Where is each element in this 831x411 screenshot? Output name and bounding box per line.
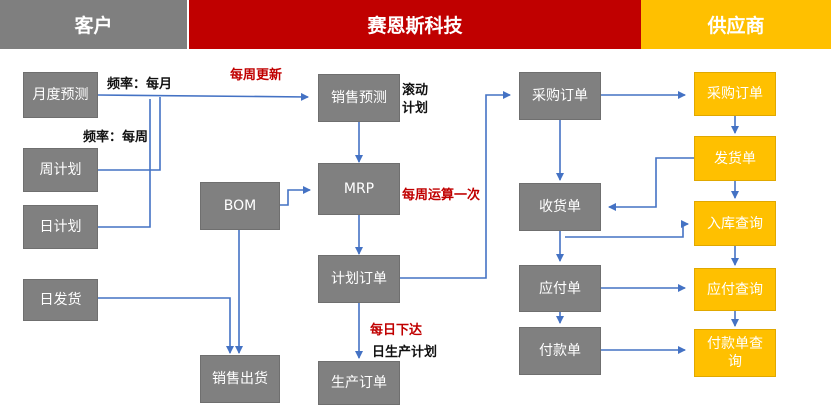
mrp-label: MRP <box>343 181 375 197</box>
bom-label: BOM <box>223 198 257 214</box>
payment-box: 付款单 <box>519 327 601 375</box>
payable-label: 应付单 <box>539 280 581 297</box>
receipt-label: 收货单 <box>539 199 581 215</box>
planned-order-box: 计划订单 <box>318 255 400 303</box>
payable-query-label: 应付查询 <box>707 281 763 298</box>
mrp-box: MRP <box>318 163 400 215</box>
weekly-plan-box: 周计划 <box>23 148 98 192</box>
monthly-forecast-label: 月度预测 <box>32 87 89 103</box>
payment-label: 付款单 <box>539 343 581 359</box>
supplier-header-label: 供应商 <box>707 15 765 37</box>
payable-query-box: 应付查询 <box>694 268 776 311</box>
weekly-plan-label: 周计划 <box>39 162 82 178</box>
inbound-query-box: 入库查询 <box>694 201 776 246</box>
purchase-order-box: 采购订单 <box>519 72 601 120</box>
delivery-note-box: 发货单 <box>694 136 776 181</box>
production-order-box: 生产订单 <box>318 361 400 405</box>
daily-shipment-label: 日发货 <box>39 292 82 308</box>
daily-shipment-box: 日发货 <box>23 279 98 321</box>
supplier-purchase-order-box: 采购订单 <box>694 72 776 116</box>
freq-weekly-note: 频率：每周 <box>83 130 149 145</box>
arrow-monthly-to-forecast <box>97 92 309 101</box>
sales-outbound-box: 销售出货 <box>200 355 280 403</box>
weekly-run-note: 每周运算一次 <box>402 188 481 203</box>
sales-forecast-label: 销售预测 <box>331 90 387 106</box>
arrow-planned-to-purchase <box>400 91 511 279</box>
company-header-label: 赛恩斯科技 <box>367 15 463 37</box>
planned-order-label: 计划订单 <box>331 271 387 287</box>
payable-box: 应付单 <box>519 265 601 312</box>
receipt-box: 收货单 <box>519 183 601 231</box>
supplier-purchase-order-label: 采购订单 <box>707 86 763 102</box>
sales-outbound-label: 销售出货 <box>212 371 268 387</box>
rolling-plan-note: 滚动计划 <box>402 83 429 116</box>
customer-header: 客户 <box>0 0 188 49</box>
supplier-header: 供应商 <box>641 0 831 49</box>
arrow-daily-to-forecast <box>98 99 151 228</box>
arrow-shipment-to-outbound <box>98 297 234 354</box>
production-order-label: 生产订单 <box>331 375 387 391</box>
daily-plan-box: 日计划 <box>23 205 98 249</box>
bom-box: BOM <box>200 182 280 230</box>
arrow-weekly-to-forecast <box>98 97 161 171</box>
company-header: 赛恩斯科技 <box>189 0 641 49</box>
delivery-note-label: 发货单 <box>714 150 756 167</box>
arrow-receipt-to-inbound <box>565 220 689 238</box>
daily-production-plan-note: 日生产计划 <box>372 345 438 360</box>
arrow-delivery-to-receipt <box>608 157 695 211</box>
monthly-forecast-box: 月度预测 <box>23 72 98 118</box>
inbound-query-label: 入库查询 <box>707 215 763 232</box>
payment-query-box: 付款单查询 <box>694 329 776 377</box>
arrow-bom-to-mrp <box>280 186 311 206</box>
daily-issue-note: 每日下达 <box>370 323 423 338</box>
customer-header-label: 客户 <box>74 15 113 37</box>
purchase-order-label: 采购订单 <box>532 88 588 104</box>
sales-forecast-box: 销售预测 <box>318 74 400 122</box>
payment-query-label: 付款单查询 <box>707 336 763 370</box>
daily-plan-label: 日计划 <box>39 219 82 235</box>
freq-monthly-note: 频率：每月 <box>107 77 173 92</box>
weekly-update-note: 每周更新 <box>230 68 283 83</box>
